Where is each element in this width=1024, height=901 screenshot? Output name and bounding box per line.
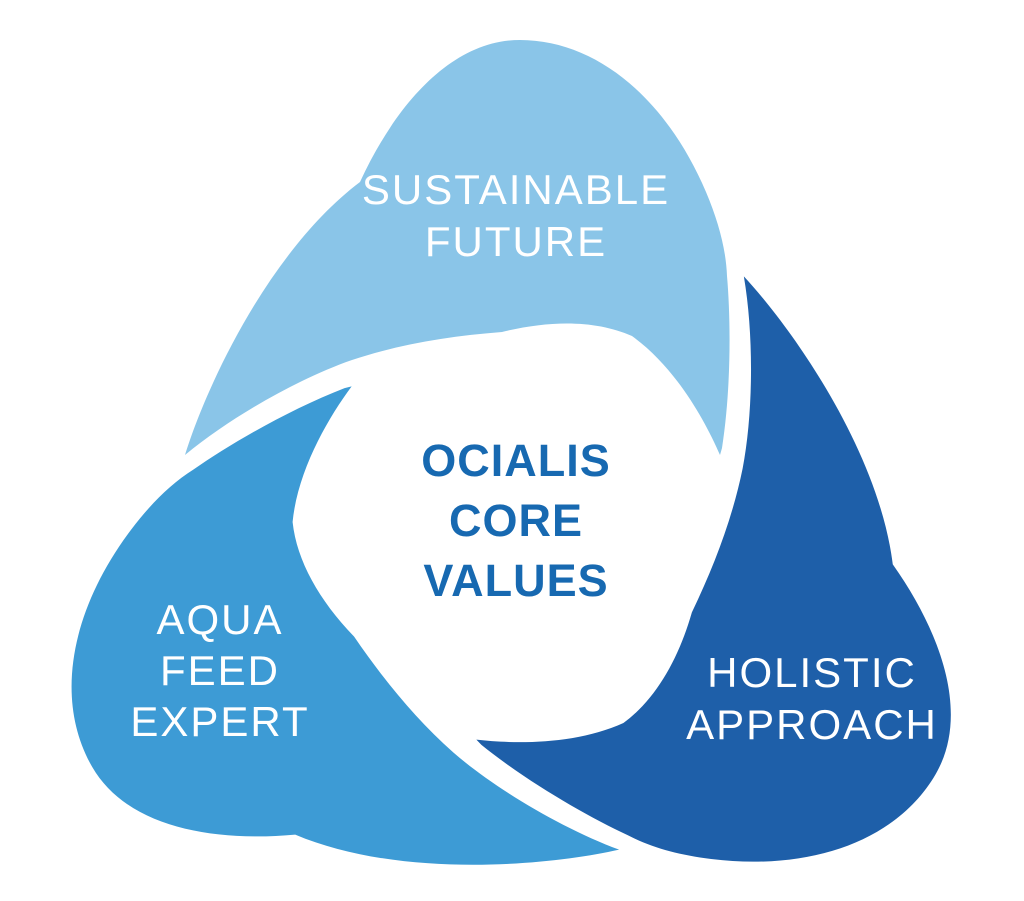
segment-aqua-feed-expert bbox=[71, 386, 620, 865]
center-white-disk bbox=[328, 338, 700, 710]
segment-sustainable-future bbox=[185, 40, 730, 455]
segment-holistic-approach bbox=[476, 276, 951, 862]
segment-label-sustainable-future: SUSTAINABLE FUTURE bbox=[361, 166, 671, 265]
core-values-title: OCIALIS CORE VALUES bbox=[421, 435, 611, 606]
segment-label-holistic-approach: HOLISTIC APPROACH bbox=[686, 649, 938, 748]
segment-label-aqua-feed-expert: AQUA FEED EXPERT bbox=[130, 596, 310, 745]
